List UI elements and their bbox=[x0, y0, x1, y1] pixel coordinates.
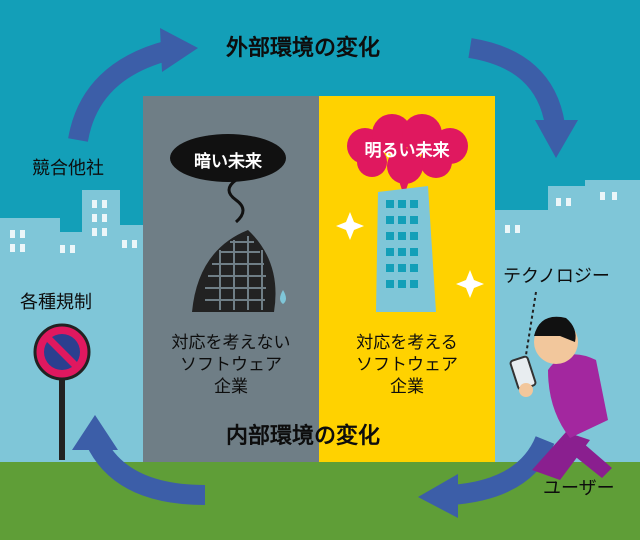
arrow-bottom-right bbox=[449, 435, 555, 505]
internal-change-title: 内部環境の変化 bbox=[226, 424, 381, 449]
arrowhead-top-left bbox=[160, 28, 198, 72]
regulation-sign bbox=[33, 323, 91, 460]
arrowhead-top-right bbox=[535, 120, 578, 158]
dark-caption-line3: 企業 bbox=[214, 377, 248, 397]
dark-caption-line2: ソフトウェア bbox=[180, 355, 282, 375]
technology-label: テクノロジー bbox=[503, 266, 610, 287]
dark-future-text: 暗い未来 bbox=[194, 152, 262, 172]
dark-company-caption: 対応を考えない ソフトウェア 企業 bbox=[150, 332, 312, 398]
competitors-label: 競合他社 bbox=[32, 158, 104, 179]
technology-pointer bbox=[525, 291, 537, 356]
crumbling-building-icon bbox=[192, 230, 286, 312]
bright-company-caption: 対応を考える ソフトウェア 企業 bbox=[326, 332, 488, 398]
arrow-bottom-left bbox=[85, 435, 206, 505]
bright-building-icon bbox=[376, 186, 436, 312]
dark-caption-line1: 対応を考えない bbox=[171, 333, 291, 353]
user-label: ユーザー bbox=[543, 478, 615, 499]
regulations-label: 各種規制 bbox=[20, 292, 92, 313]
bright-caption-line1: 対応を考える bbox=[356, 333, 458, 353]
bright-future-bubble bbox=[347, 114, 468, 196]
arrowhead-bottom-left bbox=[72, 415, 118, 450]
bright-future-text: 明るい未来 bbox=[364, 141, 450, 161]
building-windows bbox=[10, 192, 617, 253]
arrow-top-left bbox=[68, 40, 173, 142]
dark-future-bubble bbox=[170, 134, 286, 224]
ground bbox=[0, 462, 640, 540]
bright-caption-line3: 企業 bbox=[390, 377, 424, 397]
cycle-arrows bbox=[68, 38, 565, 505]
arrow-top-right bbox=[468, 38, 565, 127]
bright-caption-line2: ソフトウェア bbox=[356, 355, 458, 375]
user-person-icon bbox=[509, 316, 612, 480]
external-change-title: 外部環境の変化 bbox=[226, 36, 381, 61]
arrowhead-bottom-right bbox=[418, 474, 458, 518]
sparkle-icons bbox=[336, 212, 484, 298]
